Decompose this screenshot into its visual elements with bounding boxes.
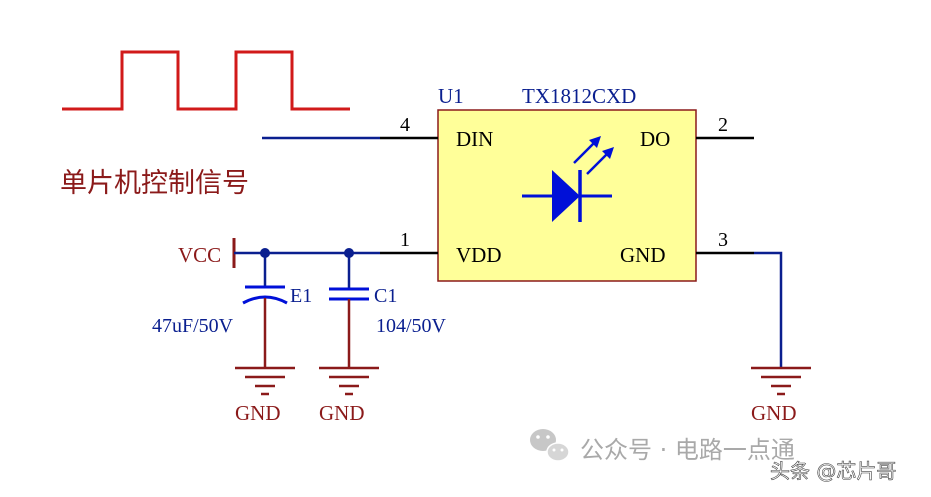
- signal-label: 单片机控制信号: [60, 168, 249, 199]
- ground-icon-chip: [751, 366, 811, 396]
- gnd-label-c1: GND: [319, 401, 365, 425]
- square-wave-signal: [62, 50, 350, 111]
- e1-value: 47uF/50V: [152, 315, 234, 337]
- pin-gnd-name: GND: [620, 243, 666, 267]
- pin-din-name: DIN: [456, 127, 493, 151]
- led-icon: [522, 136, 614, 222]
- pin-2-number: 2: [718, 114, 728, 136]
- c1-value: 104/50V: [376, 315, 447, 337]
- c1-designator: C1: [374, 285, 397, 307]
- chip-part-number: TX1812CXD: [522, 84, 636, 108]
- chip-gnd-net-wire: [754, 251, 783, 368]
- ground-icon-e1: [235, 366, 295, 396]
- pin-3-number: 3: [718, 229, 728, 251]
- e1-bottom-plate: [242, 295, 288, 305]
- gnd-label-chip: GND: [751, 401, 797, 425]
- pin-do-name: DO: [640, 127, 670, 151]
- ground-icon-c1: [319, 366, 379, 396]
- e1-designator: E1: [290, 285, 312, 307]
- watermark-left: 公众号 · 电路一点通: [580, 436, 795, 464]
- pin-vdd-name: VDD: [456, 243, 502, 267]
- vcc-label: VCC: [178, 243, 221, 267]
- wechat-icon: [530, 429, 570, 462]
- chip-designator: U1: [438, 84, 464, 108]
- gnd-label-e1: GND: [235, 401, 281, 425]
- watermark-right: 头条 @芯片哥: [770, 459, 896, 483]
- pin-4-number: 4: [400, 114, 410, 136]
- pin-1-number: 1: [400, 229, 410, 251]
